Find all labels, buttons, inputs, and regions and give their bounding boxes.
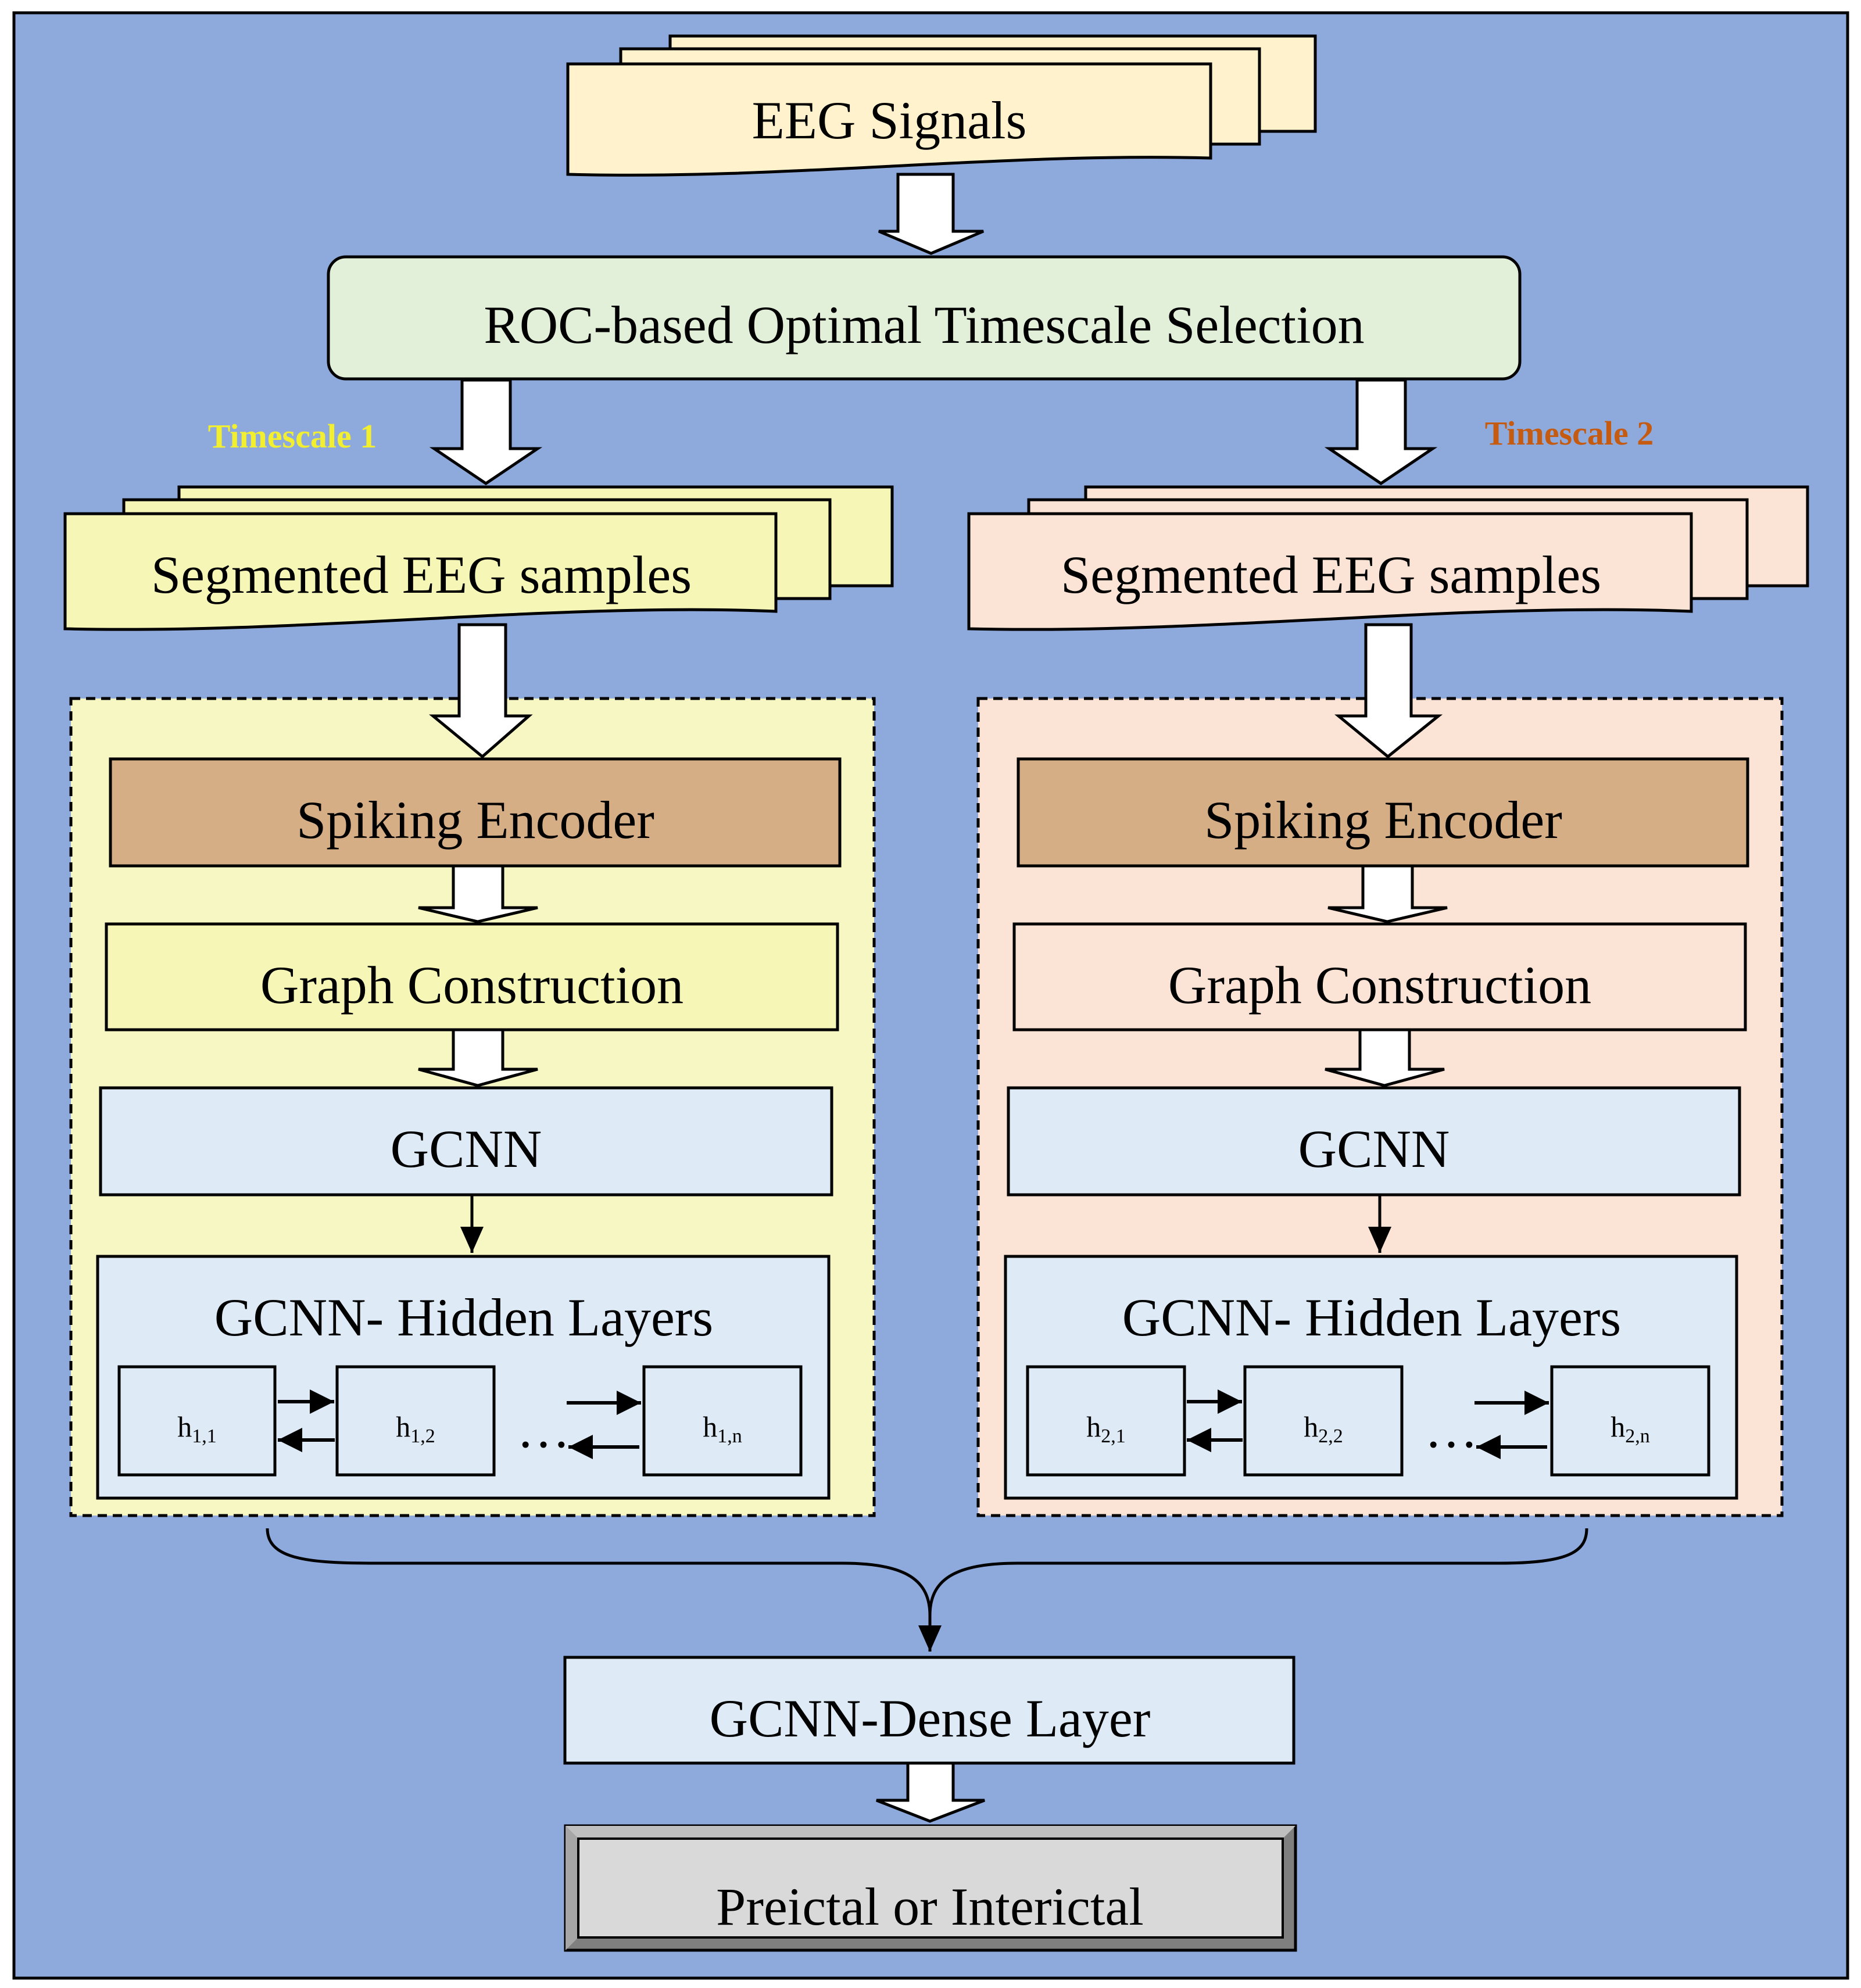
branch2-node-1-sub: 2,1: [1101, 1425, 1126, 1447]
branch1-graph-construction-box: [105, 922, 839, 1031]
timescale-selection-box: [327, 255, 1522, 381]
dense-layer-label: GCNN-Dense Layer: [710, 1689, 1151, 1748]
output-label: Preictal or Interictal: [716, 1877, 1144, 1936]
branch1-hidden-layers-title: GCNN- Hidden Layers: [214, 1288, 713, 1347]
branch2-samples-page-front: [967, 512, 1693, 631]
branch2-gcnn-box: [1007, 1086, 1741, 1197]
branch1-samples-stack: [63, 485, 894, 631]
output-box: Preictal or Interictal: [564, 1824, 1297, 1952]
branch2-node-2-sub: 2,2: [1318, 1425, 1343, 1447]
branch1-node-2-base: h: [396, 1410, 410, 1443]
branch1-hidden-node-2: h1,2: [335, 1365, 496, 1477]
branch2-spiking-encoder-label: Spiking Encoder: [1204, 790, 1562, 850]
arrow-branch2-graph-to-gcnn: [1325, 1028, 1445, 1087]
branch1-node-2-box: [335, 1365, 496, 1477]
branch1-node-n-box: [642, 1365, 803, 1477]
eeg-signals-stack: [566, 34, 1317, 177]
branch1-hidden-node-1: h1,1: [117, 1365, 277, 1477]
branch2-samples-stack: [967, 485, 1809, 631]
branch2-graph-construction-label: Graph Construction: [1168, 955, 1591, 1015]
branch2-node-n-sub: 2,n: [1625, 1425, 1650, 1447]
branch2-hidden-layers-title: GCNN- Hidden Layers: [1122, 1288, 1621, 1347]
branch2-spiking-encoder-box: [1017, 757, 1749, 868]
branch1-hidden-node-n: h1,n: [642, 1365, 803, 1477]
branch1-graph-construction-label: Graph Construction: [260, 955, 683, 1015]
branch2-timescale-label: Timescale 2: [1485, 414, 1654, 452]
branch2-hidden-node-2: h2,2: [1243, 1365, 1404, 1477]
eeg-signals-label: EEG Signals: [752, 91, 1027, 150]
eeg-signals-page-front: [566, 62, 1212, 177]
svg-text:h1,n: h1,n: [703, 1410, 742, 1447]
svg-text:h2,2: h2,2: [1304, 1410, 1343, 1447]
dense-layer-box: [563, 1656, 1295, 1765]
arrow-branch1-samples-to-encoder: [429, 623, 533, 759]
branch2-graph-construction-box: [1012, 922, 1747, 1031]
branch1-node-1-box: [117, 1365, 277, 1477]
branch2-node-1-box: [1026, 1365, 1186, 1477]
timescale-selection-label: ROC-based Optimal Timescale Selection: [484, 295, 1364, 354]
arrow-selection-to-branch2: [1324, 378, 1438, 486]
branch2-node-n-box: [1550, 1365, 1710, 1477]
branch1-node-1-base: h: [177, 1410, 192, 1443]
arrow-branch1-encoder-to-graph: [418, 864, 538, 923]
branch2-node-n-base: h: [1611, 1410, 1625, 1443]
branch2-hidden-node-n: h2,n: [1550, 1365, 1710, 1477]
output-bevel-top: [566, 1826, 1295, 1839]
arrow-selection-to-branch1: [429, 378, 543, 486]
branch1-gcnn-box: [99, 1086, 833, 1197]
branch2-node-2-base: h: [1304, 1410, 1318, 1443]
branch1-ellipsis: …: [517, 1399, 570, 1459]
svg-text:h1,1: h1,1: [177, 1410, 217, 1447]
branch1-node-n-base: h: [703, 1410, 717, 1443]
arrow-branch1-graph-to-gcnn: [418, 1028, 538, 1087]
arrow-dense-to-output: [876, 1761, 985, 1823]
svg-text:h2,1: h2,1: [1086, 1410, 1126, 1447]
arrow-branch2-samples-to-encoder: [1334, 623, 1443, 759]
output-face: [577, 1837, 1284, 1939]
branch2-node-1-base: h: [1086, 1410, 1101, 1443]
svg-text:h1,2: h1,2: [396, 1410, 435, 1447]
branch1-node-1-sub: 1,1: [192, 1425, 217, 1447]
branch1-timescale-label: Timescale 1: [208, 417, 377, 455]
merge-brace: [266, 1528, 1588, 1616]
branch2-samples-label: Segmented EEG samples: [1061, 545, 1601, 604]
arrow-branch2-encoder-to-graph: [1327, 864, 1448, 923]
output-bevel-left: [566, 1826, 578, 1950]
branch1-spiking-encoder-box: [109, 757, 842, 868]
branch1-samples-page-front: [63, 512, 778, 631]
arrow-signals-to-selection: [878, 173, 984, 255]
branch2-ellipsis: …: [1425, 1399, 1478, 1459]
branch1-samples-label: Segmented EEG samples: [151, 545, 692, 604]
branch2-hidden-node-1: h2,1: [1026, 1365, 1186, 1477]
branch1-node-n-sub: 1,n: [717, 1425, 742, 1447]
svg-text:h2,n: h2,n: [1611, 1410, 1650, 1447]
branch1-gcnn-label: GCNN: [391, 1119, 542, 1179]
branch1-node-2-sub: 1,2: [410, 1425, 435, 1447]
branch2-node-2-box: [1243, 1365, 1404, 1477]
branch1-spiking-encoder-label: Spiking Encoder: [296, 790, 654, 850]
branch2-gcnn-label: GCNN: [1298, 1119, 1450, 1179]
